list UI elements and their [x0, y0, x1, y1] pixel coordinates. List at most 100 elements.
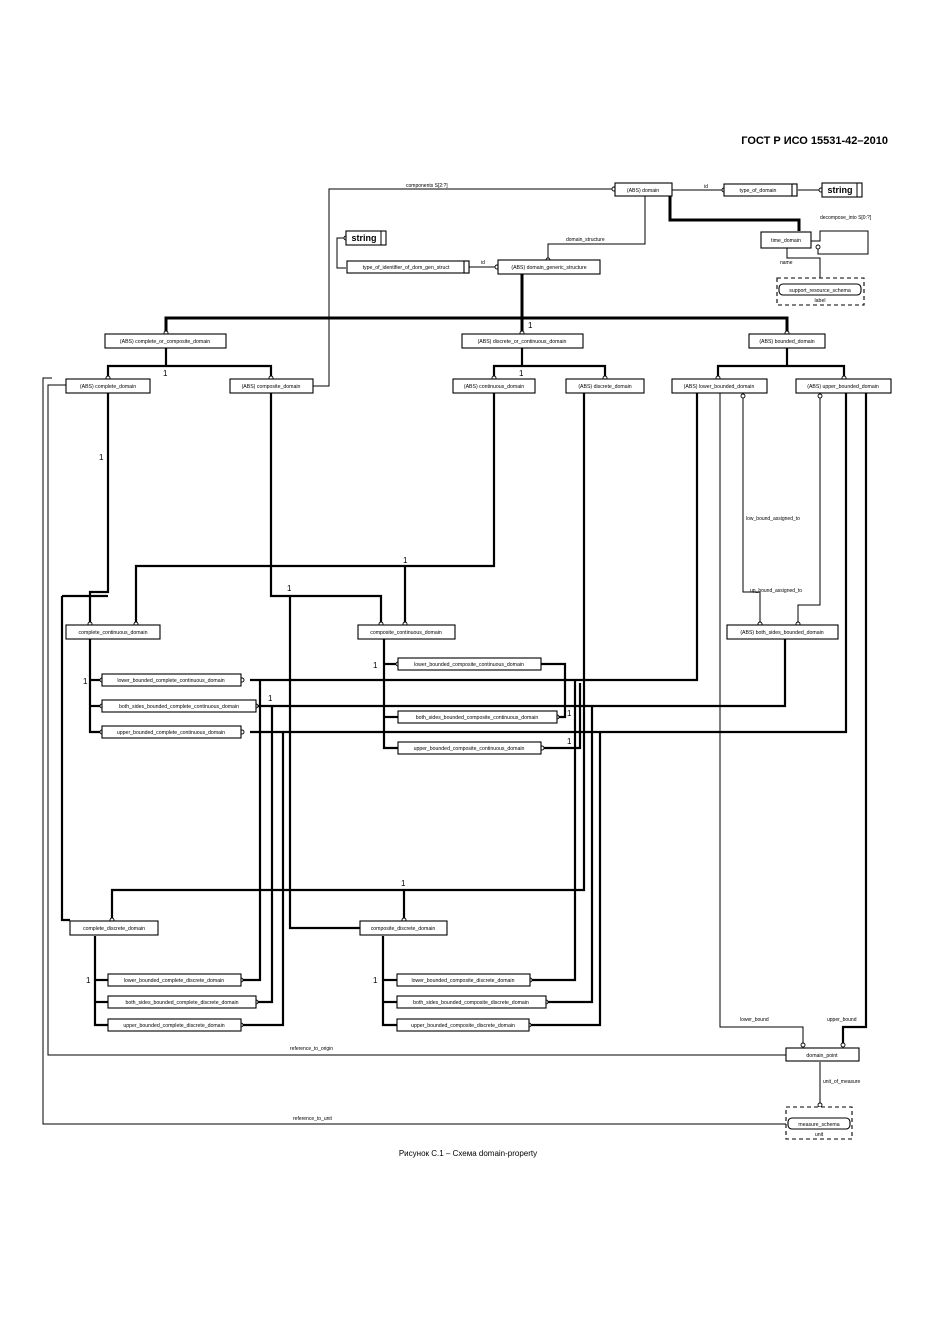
diagram-label: id: [704, 184, 708, 190]
entity-type-of-identifier: type_of_identifier_of_dom_gen_struct: [346, 260, 470, 274]
entity-both-sides-bounded-domain: (ABS) both_sides_bounded_domain: [726, 624, 839, 640]
entity-domain: (ABS) domain: [614, 182, 673, 197]
diagram-label: lower_bounded_composite_discrete_domain: [412, 978, 515, 984]
diagram-label: (ABS) discrete_domain: [578, 384, 631, 390]
diagram-label: 1: [567, 737, 572, 746]
diagram-label: 1: [528, 321, 533, 330]
diagram-label: (ABS) complete_or_composite_domain: [120, 339, 210, 345]
diagram-label: both_sides_bounded_complete_discrete_dom…: [125, 1000, 238, 1006]
entity-continuous-domain: (ABS) continuous_domain: [452, 378, 536, 394]
entity-discrete-or-continuous: (ABS) discrete_or_continuous_domain: [461, 333, 584, 349]
relationship-end-circles: [87, 186, 847, 1108]
diagram-label: reference_to_unit: [293, 1116, 333, 1122]
diagram-label: 1: [83, 677, 88, 686]
diagram-label: (ABS) upper_bounded_domain: [807, 384, 879, 390]
entity-lower-bounded-complete-continuous: lower_bounded_complete_continuous_domain: [101, 673, 242, 687]
entity-lower-bounded-domain: (ABS) lower_bounded_domain: [671, 378, 768, 394]
diagram-label: 1: [519, 369, 524, 378]
entity-lower-bounded-composite-discrete: lower_bounded_composite_discrete_domain: [396, 973, 531, 987]
diagram-label: lower_bounded_complete_discrete_domain: [124, 978, 224, 984]
entity-domain-point: domain_point: [785, 1047, 860, 1062]
diagram-label: (ABS) composite_domain: [242, 384, 301, 390]
entity-string-2: string: [345, 230, 387, 246]
diagram-label: string: [827, 185, 852, 195]
entity-complete-domain: (ABS) complete_domain: [65, 378, 151, 394]
entity-both-sides-bounded-composite-discrete: both_sides_bounded_composite_discrete_do…: [396, 995, 547, 1009]
entity-composite-discrete-domain: composite_discrete_domain: [359, 920, 448, 936]
entity-lower-bounded-complete-discrete: lower_bounded_complete_discrete_domain: [107, 973, 242, 987]
diagram-label: label: [815, 298, 826, 304]
diagram-label: upper_bounded_composite_continuous_domai…: [414, 746, 525, 752]
entity-upper-bounded-composite-discrete: upper_bounded_composite_discrete_domain: [396, 1018, 530, 1032]
entity-composite-domain: (ABS) composite_domain: [229, 378, 314, 394]
diagram-label: reference_to_origin: [290, 1046, 333, 1052]
figure-caption: Рисунок С.1 – Схема domain-property: [398, 1149, 538, 1158]
diagram-label: (ABS) both_sides_bounded_domain: [740, 630, 823, 636]
entity-domain-generic-structure: (ABS) domain_generic_structure: [497, 259, 601, 275]
diagram-label: up_bound_assigned_to: [750, 588, 802, 594]
diagram-label: complete_discrete_domain: [83, 926, 145, 932]
entity-lower-bounded-composite-continuous: lower_bounded_composite_continuous_domai…: [397, 657, 542, 671]
diagram-label: 1: [567, 709, 572, 718]
entity-upper-bounded-domain: (ABS) upper_bounded_domain: [795, 378, 892, 394]
document-header: ГОСТ Р ИСО 15531-42–2010: [741, 135, 888, 147]
diagram-label: lower_bounded_composite_continuous_domai…: [414, 662, 524, 668]
entity-both-sides-bounded-complete-discrete: both_sides_bounded_complete_discrete_dom…: [107, 995, 257, 1009]
diagram-label: domain_point: [806, 1053, 838, 1059]
diagram-label: 1: [403, 556, 408, 565]
entity-upper-bounded-composite-continuous: upper_bounded_composite_continuous_domai…: [397, 741, 542, 755]
diagram-label: upper_bound: [827, 1017, 857, 1023]
diagram-label: unit: [815, 1132, 824, 1138]
entity-bounded-domain: (ABS) bounded_domain: [748, 333, 826, 349]
diagram-label: (ABS) discrete_or_continuous_domain: [478, 339, 567, 345]
diagram-label: 1: [99, 453, 104, 462]
entity-discrete-domain: (ABS) discrete_domain: [565, 378, 645, 394]
entity-both-sides-bounded-complete-continuous: both_sides_bounded_complete_continuous_d…: [101, 699, 257, 713]
diagram-label: unit_of_measure: [823, 1079, 860, 1085]
diagram-label: 1: [268, 694, 273, 703]
diagram-label: 1: [163, 369, 168, 378]
diagram-label: both_sides_bounded_complete_continuous_d…: [119, 704, 239, 710]
diagram-label: 1: [287, 584, 292, 593]
cardinality-marks: 1 1 1 1 1 1 1 1 1 1 1 1 1 1: [83, 321, 572, 985]
diagram-label: decompose_into S[0:?]: [820, 215, 872, 221]
diagram-label: (ABS) domain: [627, 188, 659, 194]
relationship-lines: [42, 188, 869, 1125]
diagram-label: composite_continuous_domain: [370, 630, 442, 636]
diagram-label: 1: [373, 661, 378, 670]
diagram-label: low_bound_assigned_to: [746, 516, 800, 522]
diagram-label: measure_schema: [798, 1122, 839, 1128]
diagram-label: 1: [86, 976, 91, 985]
entity-type-of-domain: type_of_domain: [723, 183, 798, 197]
diagram-label: string: [351, 233, 376, 243]
diagram-label: (ABS) lower_bounded_domain: [684, 384, 755, 390]
entity-upper-bounded-complete-continuous: upper_bounded_complete_continuous_domain: [101, 725, 242, 739]
diagram-label: components S[2:?]: [406, 183, 448, 189]
diagram-label: (ABS) bounded_domain: [759, 339, 814, 345]
diagram-label: both_sides_bounded_composite_continuous_…: [416, 715, 539, 721]
diagram-label: time_domain: [771, 238, 801, 244]
diagram-label: (ABS) continuous_domain: [464, 384, 524, 390]
entity-complete-continuous-domain: complete_continuous_domain: [65, 624, 161, 640]
entity-both-sides-bounded-composite-continuous: both_sides_bounded_composite_continuous_…: [397, 710, 558, 724]
diagram-label: composite_discrete_domain: [371, 926, 436, 932]
diagram-label: 1: [373, 976, 378, 985]
entity-upper-bounded-complete-discrete: upper_bounded_complete_discrete_domain: [107, 1018, 242, 1032]
diagram-label: type_of_domain: [740, 188, 777, 194]
diagram-label: (ABS) domain_generic_structure: [511, 265, 586, 271]
entity-complete-or-composite: (ABS) complete_or_composite_domain: [104, 333, 227, 349]
entity-complete-discrete-domain: complete_discrete_domain: [69, 920, 159, 936]
diagram-label: upper_bounded_complete_discrete_domain: [123, 1023, 224, 1029]
diagram-label: both_sides_bounded_composite_discrete_do…: [413, 1000, 529, 1006]
diagram-label: domain_structure: [566, 237, 605, 243]
diagram-label: lower_bound: [740, 1017, 769, 1023]
diagram-label: 1: [401, 879, 406, 888]
entity-time-domain: time_domain: [760, 231, 812, 249]
diagram-label: upper_bounded_complete_continuous_domain: [117, 730, 225, 736]
diagram-label: lower_bounded_complete_continuous_domain: [117, 678, 224, 684]
diagram-label: upper_bounded_composite_discrete_domain: [411, 1023, 515, 1029]
diagram-label: type_of_identifier_of_dom_gen_struct: [363, 265, 450, 271]
